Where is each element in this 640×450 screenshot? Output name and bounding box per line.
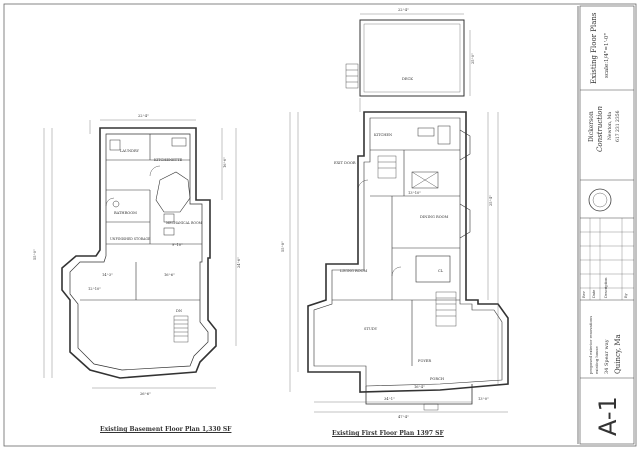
dim-top: 22'-4": [138, 114, 149, 118]
dim-right-upper: 16'-6": [223, 157, 227, 168]
project-line2: existing house: [594, 346, 599, 374]
rev-header-by: By: [624, 293, 628, 298]
dim-mid-a: 14'-3": [102, 273, 113, 277]
company-seal: [588, 188, 612, 212]
title-block-frame: [579, 5, 635, 445]
company-phone: 617 231 2356: [616, 110, 621, 143]
basement-caption: Existing Basement Floor Plan 1,330 SF: [100, 426, 232, 433]
porch-outline: [365, 384, 473, 405]
sheet-border: [3, 3, 637, 447]
dim-left: 55'-8": [281, 241, 285, 252]
revision-grid: [580, 218, 634, 300]
label-stair-dn: DN: [176, 309, 182, 313]
label-dining: DINING ROOM: [420, 215, 449, 219]
rev-header-rev: Rev: [582, 291, 586, 298]
company-city: Newton, Ma: [608, 111, 613, 140]
label-deck: DECK: [402, 77, 413, 81]
first-floor-stair: [377, 155, 457, 327]
dim-deck-side: 25'-0": [471, 53, 475, 64]
first-floor-labels: DECK KITCHEN EXIT DOOR DINING ROOM LIVIN…: [281, 8, 493, 419]
dim-bottom-b: 13'-0": [478, 397, 489, 401]
label-mechanical: MECHANICAL ROOM: [166, 221, 203, 225]
first-floor-plan: [289, 13, 509, 413]
dim-deck-top: 22'-4": [398, 8, 409, 12]
dim-bottom-a: 34'-1": [384, 397, 395, 401]
rev-header-description: Description: [604, 277, 608, 298]
dim-porch-w: 16'-4": [414, 385, 425, 389]
dim-left: 55'-0": [33, 249, 37, 260]
first-floor-exterior-wall: [307, 111, 509, 393]
deck-stair: [345, 63, 359, 89]
label-kitchen: KITCHEN: [374, 133, 392, 137]
sheet-scale: scale:1/4"=1'-0": [604, 33, 610, 78]
label-study: STUDY: [364, 327, 378, 331]
sheet-title: Existing Floor Plans: [590, 12, 598, 84]
basement-labels: LAUNDRY KITCHENETTE BATHROOM MECHANICAL …: [33, 114, 241, 396]
basement-interior-wall: [69, 133, 209, 371]
dim-right: 25'-4": [489, 195, 493, 206]
mechanical-enclosure: [155, 171, 191, 213]
project-line1: proposed exterior renovations: [588, 315, 593, 374]
label-laundry: LAUNDRY: [120, 149, 140, 153]
first-floor-interior-wall: [313, 117, 503, 387]
dim-mid-b: 12'-10": [88, 287, 101, 291]
dim-right-mid: 24'-6": [237, 257, 241, 268]
project-city: Quincy, Ma: [614, 334, 622, 374]
dim-mid-c: 9'-10": [172, 243, 183, 247]
basement-dimension-lines: [43, 119, 237, 389]
first-floor-caption: Existing First Floor Plan 1397 SF: [332, 430, 444, 437]
label-storage: UNFINISHED STORAGE: [110, 237, 151, 241]
company-tag: Construction: [596, 105, 604, 152]
label-exit-door: EXIT DOOR: [334, 161, 356, 165]
title-block: [579, 5, 635, 445]
company-name: Dickerson: [588, 111, 595, 142]
dim-mid-d: 16'-6": [164, 273, 175, 277]
label-foyer: FOYER: [418, 359, 431, 363]
project-line3: 34 Spear way: [604, 339, 610, 374]
first-floor-dimension-lines: [289, 13, 508, 413]
closet: [415, 255, 451, 283]
deck-outline: [359, 19, 465, 97]
label-kitchenette: KITCHENETTE: [154, 158, 183, 162]
label-bathroom: BATHROOM: [114, 211, 137, 215]
rev-header-date: Date: [592, 289, 596, 298]
label-porch: PORCH: [430, 377, 444, 381]
basement-plan: [43, 119, 237, 389]
label-cl: CL: [438, 269, 444, 273]
label-living: LIVING ROOM: [340, 269, 368, 273]
basement-exterior-wall: [61, 127, 217, 379]
dim-bottom: 26'-6": [140, 392, 151, 396]
sheet-number: A-1: [594, 396, 622, 436]
dim-bottom-total: 47'-4": [398, 415, 409, 419]
basement-stair: [173, 315, 189, 343]
dim-kitchen-w: 13'-10": [408, 191, 421, 195]
